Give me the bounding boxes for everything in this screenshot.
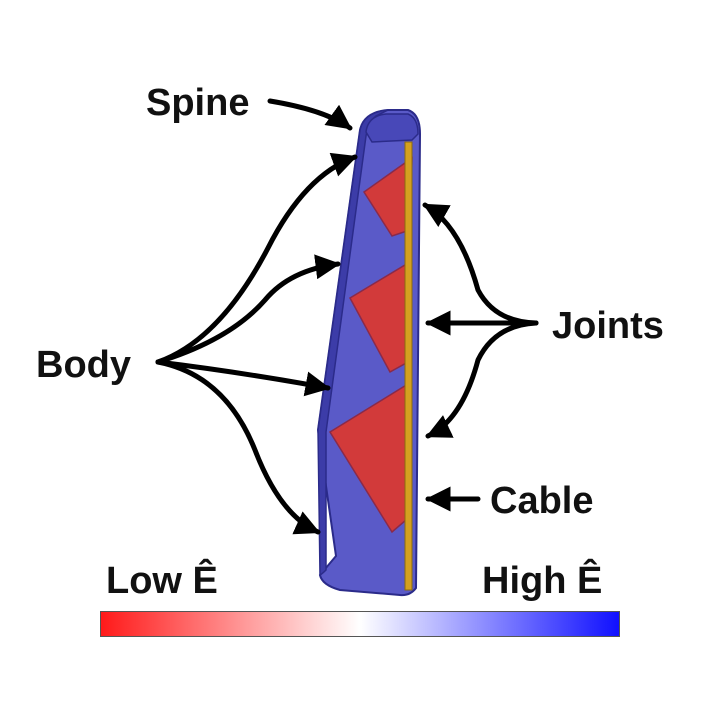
high-e-label: High Ê — [482, 560, 603, 602]
body-arrow-1 — [155, 152, 358, 365]
low-e-label: Low Ê — [106, 560, 218, 602]
arrows — [155, 98, 539, 535]
colorbar — [100, 611, 620, 637]
joints-label: Joints — [552, 305, 664, 347]
cable — [404, 141, 413, 591]
spine-cap — [365, 113, 419, 143]
body-label: Body — [36, 344, 131, 386]
joints-arrow-3 — [425, 320, 539, 439]
body-arrow-2 — [155, 254, 341, 365]
spine-label: Spine — [146, 82, 250, 124]
body-arrow-4 — [155, 359, 321, 535]
spine-arrow — [267, 98, 353, 131]
joints-arrow-1 — [422, 202, 539, 326]
body-arrow-3 — [155, 359, 331, 397]
cable-label: Cable — [490, 480, 594, 522]
